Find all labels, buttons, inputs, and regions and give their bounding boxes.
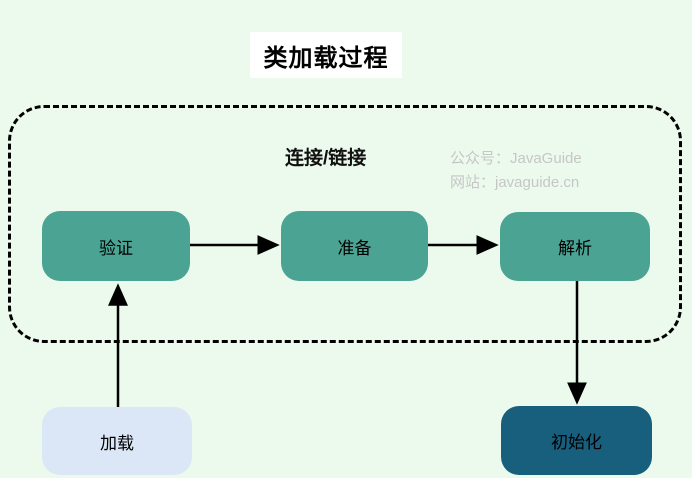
watermark: 公众号：JavaGuide 网站：javaguide.cn xyxy=(450,147,582,195)
diagram-title: 类加载过程 xyxy=(250,32,402,78)
node-verify-label: 验证 xyxy=(99,238,133,258)
node-verify: 验证 xyxy=(42,211,190,281)
linking-group-label: 连接/链接 xyxy=(285,148,367,169)
node-prepare-label: 准备 xyxy=(337,238,372,258)
node-load-label: 加载 xyxy=(100,433,134,453)
watermark-line-2: 网站：javaguide.cn xyxy=(450,174,580,191)
node-prepare: 准备 xyxy=(281,211,428,281)
node-initialize-label: 初始化 xyxy=(551,433,602,452)
node-resolve: 解析 xyxy=(500,212,650,281)
linking-group-container xyxy=(8,105,682,343)
watermark-line-1: 公众号：JavaGuide xyxy=(450,150,582,167)
node-load: 加载 xyxy=(42,407,192,475)
node-initialize: 初始化 xyxy=(501,406,652,475)
node-resolve-label: 解析 xyxy=(558,239,592,258)
